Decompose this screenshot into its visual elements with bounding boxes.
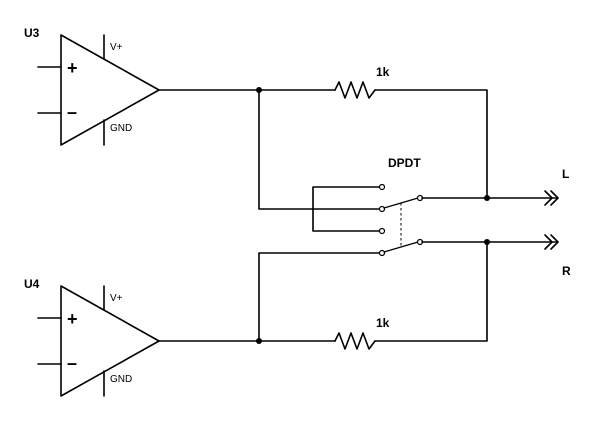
resistor-top-to-output-wire (374, 89, 488, 199)
opamp-u3-ref: U3 (24, 26, 40, 40)
output-right-arrow-1 (544, 234, 553, 250)
bottom-signal-path: 1k (158, 241, 488, 350)
junction-output-right (484, 239, 490, 245)
switch-jumper-bracket (312, 186, 383, 232)
output-right-arrow-2 (550, 234, 559, 250)
opamp-u4-ref: U4 (24, 277, 40, 291)
opamp-u3-minus-sign: – (67, 102, 77, 122)
dpdt-switch: DPDT (312, 156, 424, 257)
opamp-u4-supply-label: V+ (110, 293, 123, 304)
opamp-u3-plus-sign: + (67, 58, 78, 78)
top-signal-path: 1k (158, 65, 488, 210)
output-right-channel: R (421, 234, 571, 278)
resistor-bottom-to-output-wire (374, 241, 488, 342)
output-left-channel: L (421, 167, 569, 206)
resistor-bottom-zigzag (334, 332, 376, 350)
top-node-to-switch-wire (258, 89, 383, 210)
switch-blade-bottom (383, 241, 419, 253)
switch-terminal-top-3 (378, 227, 386, 235)
opamp-u4-triangle (60, 285, 160, 397)
switch-label: DPDT (388, 156, 421, 170)
output-left-label: L (562, 167, 569, 181)
junction-output-left (484, 195, 490, 201)
opamp-u3-triangle (60, 34, 160, 146)
opamp-u4: U4 + – V+ GND (24, 277, 160, 397)
switch-terminal-top-1 (378, 183, 386, 191)
switch-terminal-bottom (378, 249, 386, 257)
output-left-arrow-2 (550, 190, 559, 206)
opamp-u4-ground-label: GND (110, 374, 132, 385)
junction-bottom-left (256, 338, 262, 344)
opamp-u3-ground-label: GND (110, 123, 132, 134)
resistor-top-zigzag (334, 81, 376, 99)
output-right-label: R (562, 264, 571, 278)
bottom-node-to-switch-wire (258, 252, 383, 342)
opamp-u3-supply-label: V+ (110, 42, 123, 53)
resistor-top-value: 1k (376, 65, 390, 79)
junction-top-left (256, 87, 262, 93)
resistor-bottom-value: 1k (376, 316, 390, 330)
opamp-u4-minus-sign: – (67, 353, 77, 373)
output-left-arrow-1 (544, 190, 553, 206)
switch-terminal-top-2 (378, 205, 386, 213)
opamp-u3: U3 + – V+ GND (24, 26, 160, 146)
opamp-u4-plus-sign: + (67, 309, 78, 329)
